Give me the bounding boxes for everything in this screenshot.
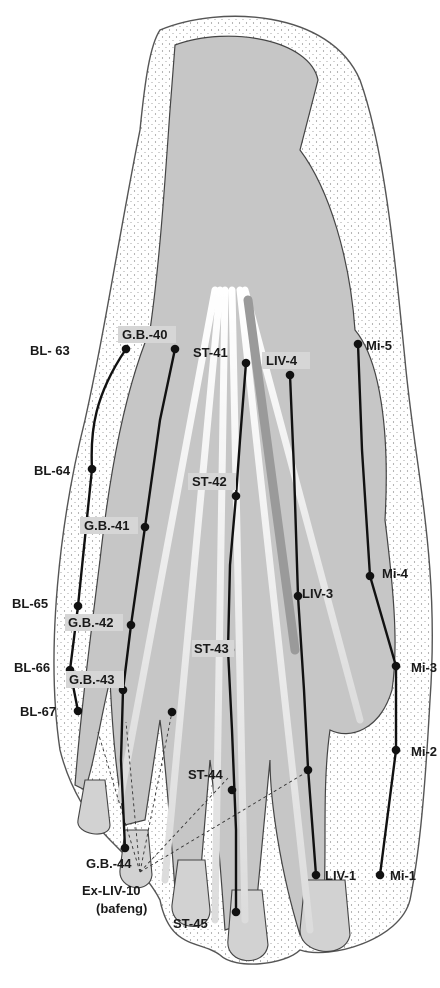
point-gb40 — [171, 345, 180, 354]
label-bl66: BL-66 — [14, 660, 50, 675]
point-gb42 — [127, 621, 136, 630]
point-bafeng-2 — [304, 766, 313, 775]
label-bl63: BL- 63 — [30, 343, 70, 358]
point-st41 — [242, 359, 251, 368]
point-st45 — [232, 908, 241, 917]
point-liv4 — [286, 371, 295, 380]
point-gb44 — [121, 844, 130, 853]
label-st43: ST-43 — [194, 641, 229, 656]
label-liv1: LIV-1 — [325, 868, 356, 883]
label-gb44: G.B.-44 — [86, 856, 132, 871]
point-liv1 — [312, 871, 321, 880]
point-bl65 — [74, 602, 83, 611]
label-mi4: Mi-4 — [382, 566, 409, 581]
label-mi2: Mi-2 — [411, 744, 437, 759]
point-bl67 — [74, 707, 83, 716]
label-st44: ST-44 — [188, 767, 223, 782]
label-exliv10: Ex-LIV-10 — [82, 883, 141, 898]
label-bafeng: (bafeng) — [96, 901, 147, 916]
label-st45: ST-45 — [173, 916, 208, 931]
point-mi2 — [392, 746, 401, 755]
point-extra-bafeng — [168, 708, 177, 717]
label-bl64: BL-64 — [34, 463, 71, 478]
point-liv3 — [294, 592, 303, 601]
point-gb41 — [141, 523, 150, 532]
point-mi1 — [376, 871, 385, 880]
label-bl67: BL-67 — [20, 704, 56, 719]
point-mi5 — [354, 340, 363, 349]
point-bl63 — [122, 345, 131, 354]
label-mi3: Mi-3 — [411, 660, 437, 675]
point-mi3 — [392, 662, 401, 671]
label-mi1: Mi-1 — [390, 868, 416, 883]
label-st42: ST-42 — [192, 474, 227, 489]
label-gb43: G.B.-43 — [69, 672, 115, 687]
point-mi4 — [366, 572, 375, 581]
label-mi5: Mi-5 — [366, 338, 392, 353]
label-gb40: G.B.-40 — [122, 327, 168, 342]
point-st44 — [228, 786, 237, 795]
label-liv3: LIV-3 — [302, 586, 333, 601]
label-gb42: G.B.-42 — [68, 615, 114, 630]
point-bl64 — [88, 465, 97, 474]
label-bl65: BL-65 — [12, 596, 48, 611]
point-st42 — [232, 492, 241, 501]
label-liv4: LIV-4 — [266, 353, 298, 368]
label-st41: ST-41 — [193, 345, 228, 360]
label-gb41: G.B.-41 — [84, 518, 130, 533]
